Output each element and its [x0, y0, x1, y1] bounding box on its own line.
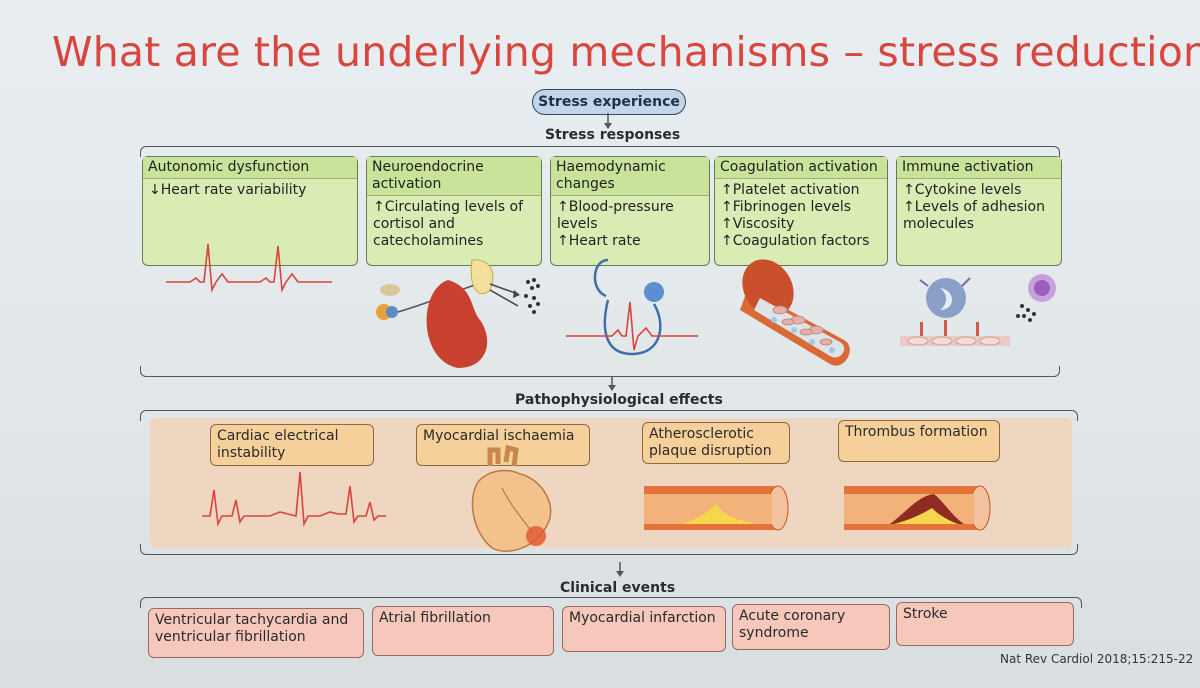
irregular-ecg-icon	[202, 471, 386, 527]
response-header: Coagulation activation	[715, 157, 887, 179]
event-atrial-fibrillation: Atrial fibrillation	[372, 606, 554, 656]
immune-cells-icon	[900, 274, 1056, 346]
event-stroke: Stroke	[896, 602, 1074, 646]
response-body: ↑Cytokine levels ↑Levels of adhesion mol…	[903, 182, 1045, 232]
pathophysiological-effects-label: Pathophysiological effects	[515, 392, 723, 408]
effects-bottom-bracket	[140, 544, 1078, 555]
stethoscope-ecg-icon	[566, 258, 698, 356]
adrenal-kidney-icon	[376, 259, 540, 368]
response-body: ↑Platelet activation ↑Fibrinogen levels …	[721, 182, 870, 249]
event-ventricular-tachycardia: Ventricular tachycardia and ventricular …	[148, 608, 364, 658]
stress-experience-node: Stress experience	[532, 89, 686, 115]
effects-top-bracket	[140, 410, 1078, 421]
effect-thrombus-formation: Thrombus formation	[838, 420, 1000, 462]
effect-electrical-instability: Cardiac electrical instability	[210, 424, 374, 466]
event-myocardial-infarction: Myocardial infarction	[562, 606, 726, 652]
response-coagulation: Coagulation activation ↑Platelet activat…	[714, 156, 888, 266]
responses-bottom-bracket	[140, 366, 1060, 377]
heart-icon	[471, 444, 552, 552]
citation: Nat Rev Cardiol 2018;15:215-22	[1000, 652, 1194, 666]
response-neuroendocrine: Neuroendocrine activation ↑Circulating l…	[366, 156, 542, 266]
response-body: ↑Blood-pressure levels ↑Heart rate	[557, 199, 674, 249]
response-body: ↓Heart rate variability	[149, 182, 307, 198]
response-body: ↑Circulating levels of cortisol and cate…	[373, 199, 524, 249]
blood-vessel-icon	[740, 259, 850, 366]
response-header: Haemodynamic changes	[551, 157, 709, 196]
response-header: Autonomic dysfunction	[143, 157, 357, 179]
thrombus-icon	[844, 485, 991, 531]
stress-responses-label: Stress responses	[545, 127, 681, 143]
response-header: Immune activation	[897, 157, 1061, 179]
slide-title: What are the underlying mechanisms – str…	[52, 28, 1200, 76]
response-autonomic: Autonomic dysfunction ↓Heart rate variab…	[142, 156, 358, 266]
plaque-disruption-icon	[644, 485, 789, 531]
response-immune: Immune activation ↑Cytokine levels ↑Leve…	[896, 156, 1062, 266]
clinical-events-label: Clinical events	[560, 580, 676, 596]
response-haemodynamic: Haemodynamic changes ↑Blood-pressure lev…	[550, 156, 710, 266]
responses-top-bracket	[140, 146, 1060, 157]
effect-plaque-disruption: Atherosclerotic plaque disruption	[642, 422, 790, 464]
events-top-bracket	[140, 597, 1082, 608]
effect-myocardial-ischaemia: Myocardial ischaemia	[416, 424, 590, 466]
response-header: Neuroendocrine activation	[367, 157, 541, 196]
ecg-variability-icon	[166, 243, 332, 293]
event-acute-coronary-syndrome: Acute coronary syndrome	[732, 604, 890, 650]
